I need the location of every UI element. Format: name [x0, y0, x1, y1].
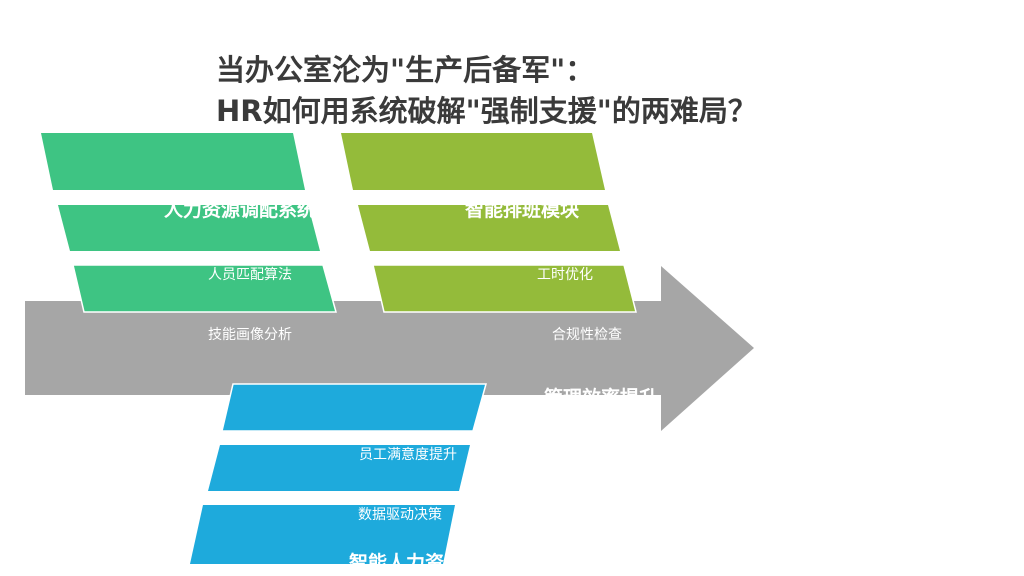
- green-band-3: [72, 264, 337, 313]
- green-band-1: [41, 133, 305, 190]
- blue-band-2: [208, 445, 470, 491]
- olive-band-3: [372, 264, 637, 313]
- group-sub-label: 工时优化: [537, 267, 593, 283]
- olive-band-2: [358, 205, 620, 251]
- group-main-label: 人力资源调配系统: [164, 198, 316, 221]
- blue-band-3: [190, 505, 455, 564]
- group-sub-label: 数据驱动决策: [358, 506, 442, 523]
- group-smart-hr-management: 员工满意度提升 数据驱动决策 智能人力资源管理: [190, 383, 501, 574]
- group-main-label: 智能人力资源管理: [349, 551, 501, 574]
- group-sub-label: 技能画像分析: [208, 327, 292, 343]
- group-smart-scheduling: 智能排班模块 工时优化 合规性检查: [341, 133, 637, 343]
- group-sub-label: 人员匹配算法: [208, 267, 292, 283]
- green-band-2: [58, 205, 320, 251]
- olive-band-1: [341, 133, 605, 190]
- page-title-line-1: 当办公室沦为"生产后备军"：: [216, 53, 595, 87]
- group-hr-allocation: 人力资源调配系统 人员匹配算法 技能画像分析: [41, 133, 337, 343]
- group-main-label: 智能排班模块: [465, 198, 580, 221]
- arrow-label: 管理效率提升: [544, 386, 658, 409]
- blue-band-1: [221, 383, 487, 432]
- group-sub-label: 合规性检查: [552, 327, 622, 343]
- page-title-line-2: HR如何用系统破解"强制支援"的两难局？: [216, 94, 757, 128]
- group-sub-label: 员工满意度提升: [359, 446, 457, 463]
